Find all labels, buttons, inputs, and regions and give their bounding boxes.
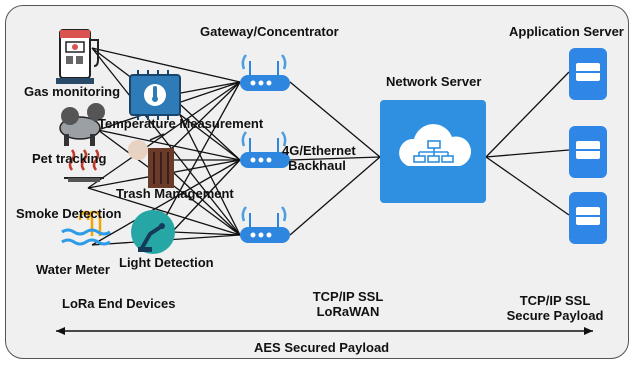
device-label-smoke: Smoke Detection <box>16 206 122 221</box>
aes-label: AES Secured Payload <box>254 340 390 355</box>
network-server-cloud-icon <box>380 100 486 203</box>
device-gateway-links <box>87 47 570 246</box>
device-label-water: Water Meter <box>36 262 110 277</box>
device-label-gas: Gas monitoring <box>24 84 121 99</box>
tcp-lorawan-line-1: TCP/IP SSL <box>312 289 384 304</box>
gateway-title: Gateway/Concentrator <box>200 24 339 39</box>
pet-robot-dog-icon <box>59 103 105 146</box>
backhaul-line-2: Backhaul <box>288 158 346 173</box>
application-server-icon <box>569 126 607 178</box>
application-server-icon <box>569 48 607 100</box>
gateway-router-icon <box>240 206 290 243</box>
aes-arrow <box>56 327 593 335</box>
backhaul-label: 4G/Ethernet Backhaul <box>282 143 356 173</box>
lora-end-devices-label: LoRa End Devices <box>62 296 176 311</box>
application-server-icon <box>569 192 607 244</box>
device-label-light: Light Detection <box>119 255 214 270</box>
gateway-router-icon <box>240 131 290 168</box>
tcp-lorawan-label: TCP/IP SSL LoRaWAN <box>298 289 398 319</box>
light-sensor-icon <box>131 210 175 254</box>
water-pool-icon <box>61 210 111 246</box>
smoke-detector-icon <box>64 149 104 182</box>
device-label-trash: Trash Management <box>116 186 234 201</box>
tcp-secure-line-2: Secure Payload <box>506 308 604 323</box>
backhaul-line-1: 4G/Ethernet <box>282 143 356 158</box>
device-label-pet: Pet tracking <box>32 151 107 166</box>
application-server-title: Application Server <box>509 24 624 39</box>
tcp-secure-label: TCP/IP SSL Secure Payload <box>500 293 610 323</box>
diagram-frame <box>5 5 629 359</box>
tcp-lorawan-line-2: LoRaWAN <box>316 304 380 319</box>
gas-pump-icon <box>56 29 99 84</box>
network-server-title: Network Server <box>386 74 482 89</box>
trash-bin-icon <box>128 133 174 188</box>
device-label-temperature: Temperature Measurement <box>98 116 264 131</box>
temperature-sensor-icon <box>129 70 181 120</box>
tcp-secure-line-1: TCP/IP SSL <box>519 293 591 308</box>
gateway-router-icon <box>240 54 290 91</box>
